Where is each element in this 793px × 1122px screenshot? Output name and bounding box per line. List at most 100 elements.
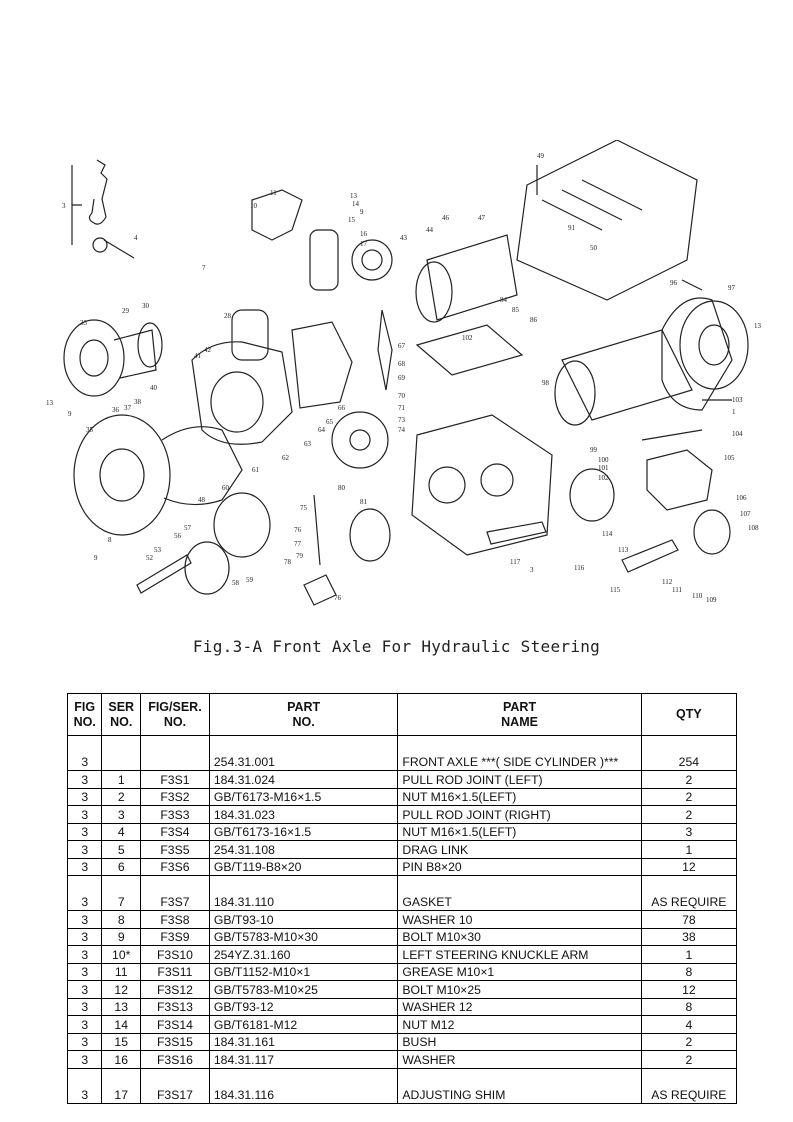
cell-figser-no: F3S11: [139, 962, 210, 981]
cell-figser-no: F3S1: [139, 770, 210, 789]
cell-fig-no: 3: [66, 1067, 103, 1104]
header-figser-no: FIG/SER.NO.: [139, 693, 210, 736]
cell-figser-no: F3S5: [139, 840, 210, 859]
cell-part-no: 184.31.023: [208, 805, 399, 824]
svg-text:35: 35: [86, 426, 94, 434]
svg-text:100: 100: [598, 456, 609, 464]
svg-text:7: 7: [202, 264, 206, 272]
svg-text:114: 114: [602, 530, 613, 538]
svg-text:86: 86: [530, 316, 538, 324]
svg-text:112: 112: [662, 578, 673, 586]
cell-part-name: WASHER: [397, 1050, 642, 1069]
cell-fig-no: 3: [66, 840, 103, 859]
svg-text:79: 79: [296, 552, 304, 560]
cell-figser-no: F3S12: [139, 980, 210, 999]
cell-qty: 1: [640, 945, 738, 964]
cell-part-no: GB/T6173-M16×1.5: [208, 787, 399, 806]
cell-part-name: LEFT STEERING KNUCKLE ARM: [397, 945, 642, 964]
svg-text:101: 101: [598, 464, 609, 472]
cell-part-no: GB/T93-10: [208, 910, 399, 929]
svg-text:108: 108: [748, 524, 759, 532]
svg-text:42: 42: [204, 346, 212, 354]
cell-part-name: FRONT AXLE ***( SIDE CYLINDER )***: [397, 735, 642, 771]
cell-part-name: PULL ROD JOINT (RIGHT): [397, 805, 642, 824]
svg-text:53: 53: [154, 546, 162, 554]
cell-ser-no: 16: [101, 1050, 141, 1069]
svg-text:47: 47: [478, 214, 486, 222]
svg-text:64: 64: [318, 426, 326, 434]
cell-figser-no: F3S15: [139, 1032, 210, 1051]
svg-text:69: 69: [398, 374, 406, 382]
svg-text:13: 13: [46, 399, 54, 407]
cell-part-name: NUT M16×1.5(LEFT): [397, 822, 642, 841]
cell-fig-no: 3: [66, 962, 103, 981]
svg-text:56: 56: [174, 532, 182, 540]
cell-part-no: GB/T6181-M12: [208, 1015, 399, 1034]
cell-part-no: 184.31.024: [208, 770, 399, 789]
svg-text:40: 40: [150, 384, 158, 392]
cell-fig-no: 3: [66, 997, 103, 1016]
cell-figser-no: F3S9: [139, 927, 210, 946]
cell-fig-no: 3: [66, 980, 103, 999]
cell-ser-no: 6: [101, 857, 141, 876]
svg-text:96: 96: [670, 279, 678, 287]
svg-text:38: 38: [134, 398, 142, 406]
cell-part-no: 184.31.117: [208, 1050, 399, 1069]
cell-figser-no: F3S17: [139, 1067, 210, 1104]
cell-ser-no: 17: [101, 1067, 141, 1104]
cell-part-name: PIN B8×20: [397, 857, 642, 876]
svg-text:61: 61: [252, 466, 260, 474]
cell-part-name: BUSH: [397, 1032, 642, 1051]
cell-figser-no: F3S7: [139, 875, 210, 911]
cell-fig-no: 3: [66, 735, 103, 771]
cell-figser-no: F3S3: [139, 805, 210, 824]
cell-part-no: GB/T1152-M10×1: [208, 962, 399, 981]
cell-qty: AS REQUIRE: [640, 875, 738, 911]
cell-qty: 4: [640, 1015, 738, 1034]
svg-text:117: 117: [510, 558, 521, 566]
svg-text:66: 66: [338, 404, 346, 412]
cell-qty: 2: [640, 1050, 738, 1069]
cell-figser-no: F3S16: [139, 1050, 210, 1069]
svg-text:17: 17: [360, 240, 368, 248]
cell-ser-no: 8: [101, 910, 141, 929]
svg-text:46: 46: [442, 214, 450, 222]
svg-text:74: 74: [398, 426, 406, 434]
cell-fig-no: 3: [66, 822, 103, 841]
cell-figser-no: F3S8: [139, 910, 210, 929]
svg-text:81: 81: [360, 498, 368, 506]
svg-text:98: 98: [542, 379, 550, 387]
cell-part-name: NUT M12: [397, 1015, 642, 1034]
svg-text:52: 52: [146, 554, 154, 562]
svg-text:9: 9: [68, 410, 72, 418]
cell-part-no: GB/T5783-M10×30: [208, 927, 399, 946]
cell-ser-no: 3: [101, 805, 141, 824]
cell-ser-no: 2: [101, 787, 141, 806]
cell-ser-no: 4: [101, 822, 141, 841]
cell-figser-no: F3S6: [139, 857, 210, 876]
svg-text:43: 43: [400, 234, 408, 242]
svg-text:41: 41: [194, 352, 202, 360]
svg-text:102: 102: [598, 474, 609, 482]
cell-figser-no: [139, 735, 210, 771]
svg-text:13: 13: [350, 192, 358, 200]
cell-qty: 254: [640, 735, 738, 771]
cell-ser-no: 9: [101, 927, 141, 946]
svg-text:85: 85: [512, 306, 520, 314]
cell-qty: 2: [640, 770, 738, 789]
cell-part-no: 184.31.110: [208, 875, 399, 911]
svg-text:99: 99: [590, 446, 598, 454]
svg-text:16: 16: [360, 230, 368, 238]
